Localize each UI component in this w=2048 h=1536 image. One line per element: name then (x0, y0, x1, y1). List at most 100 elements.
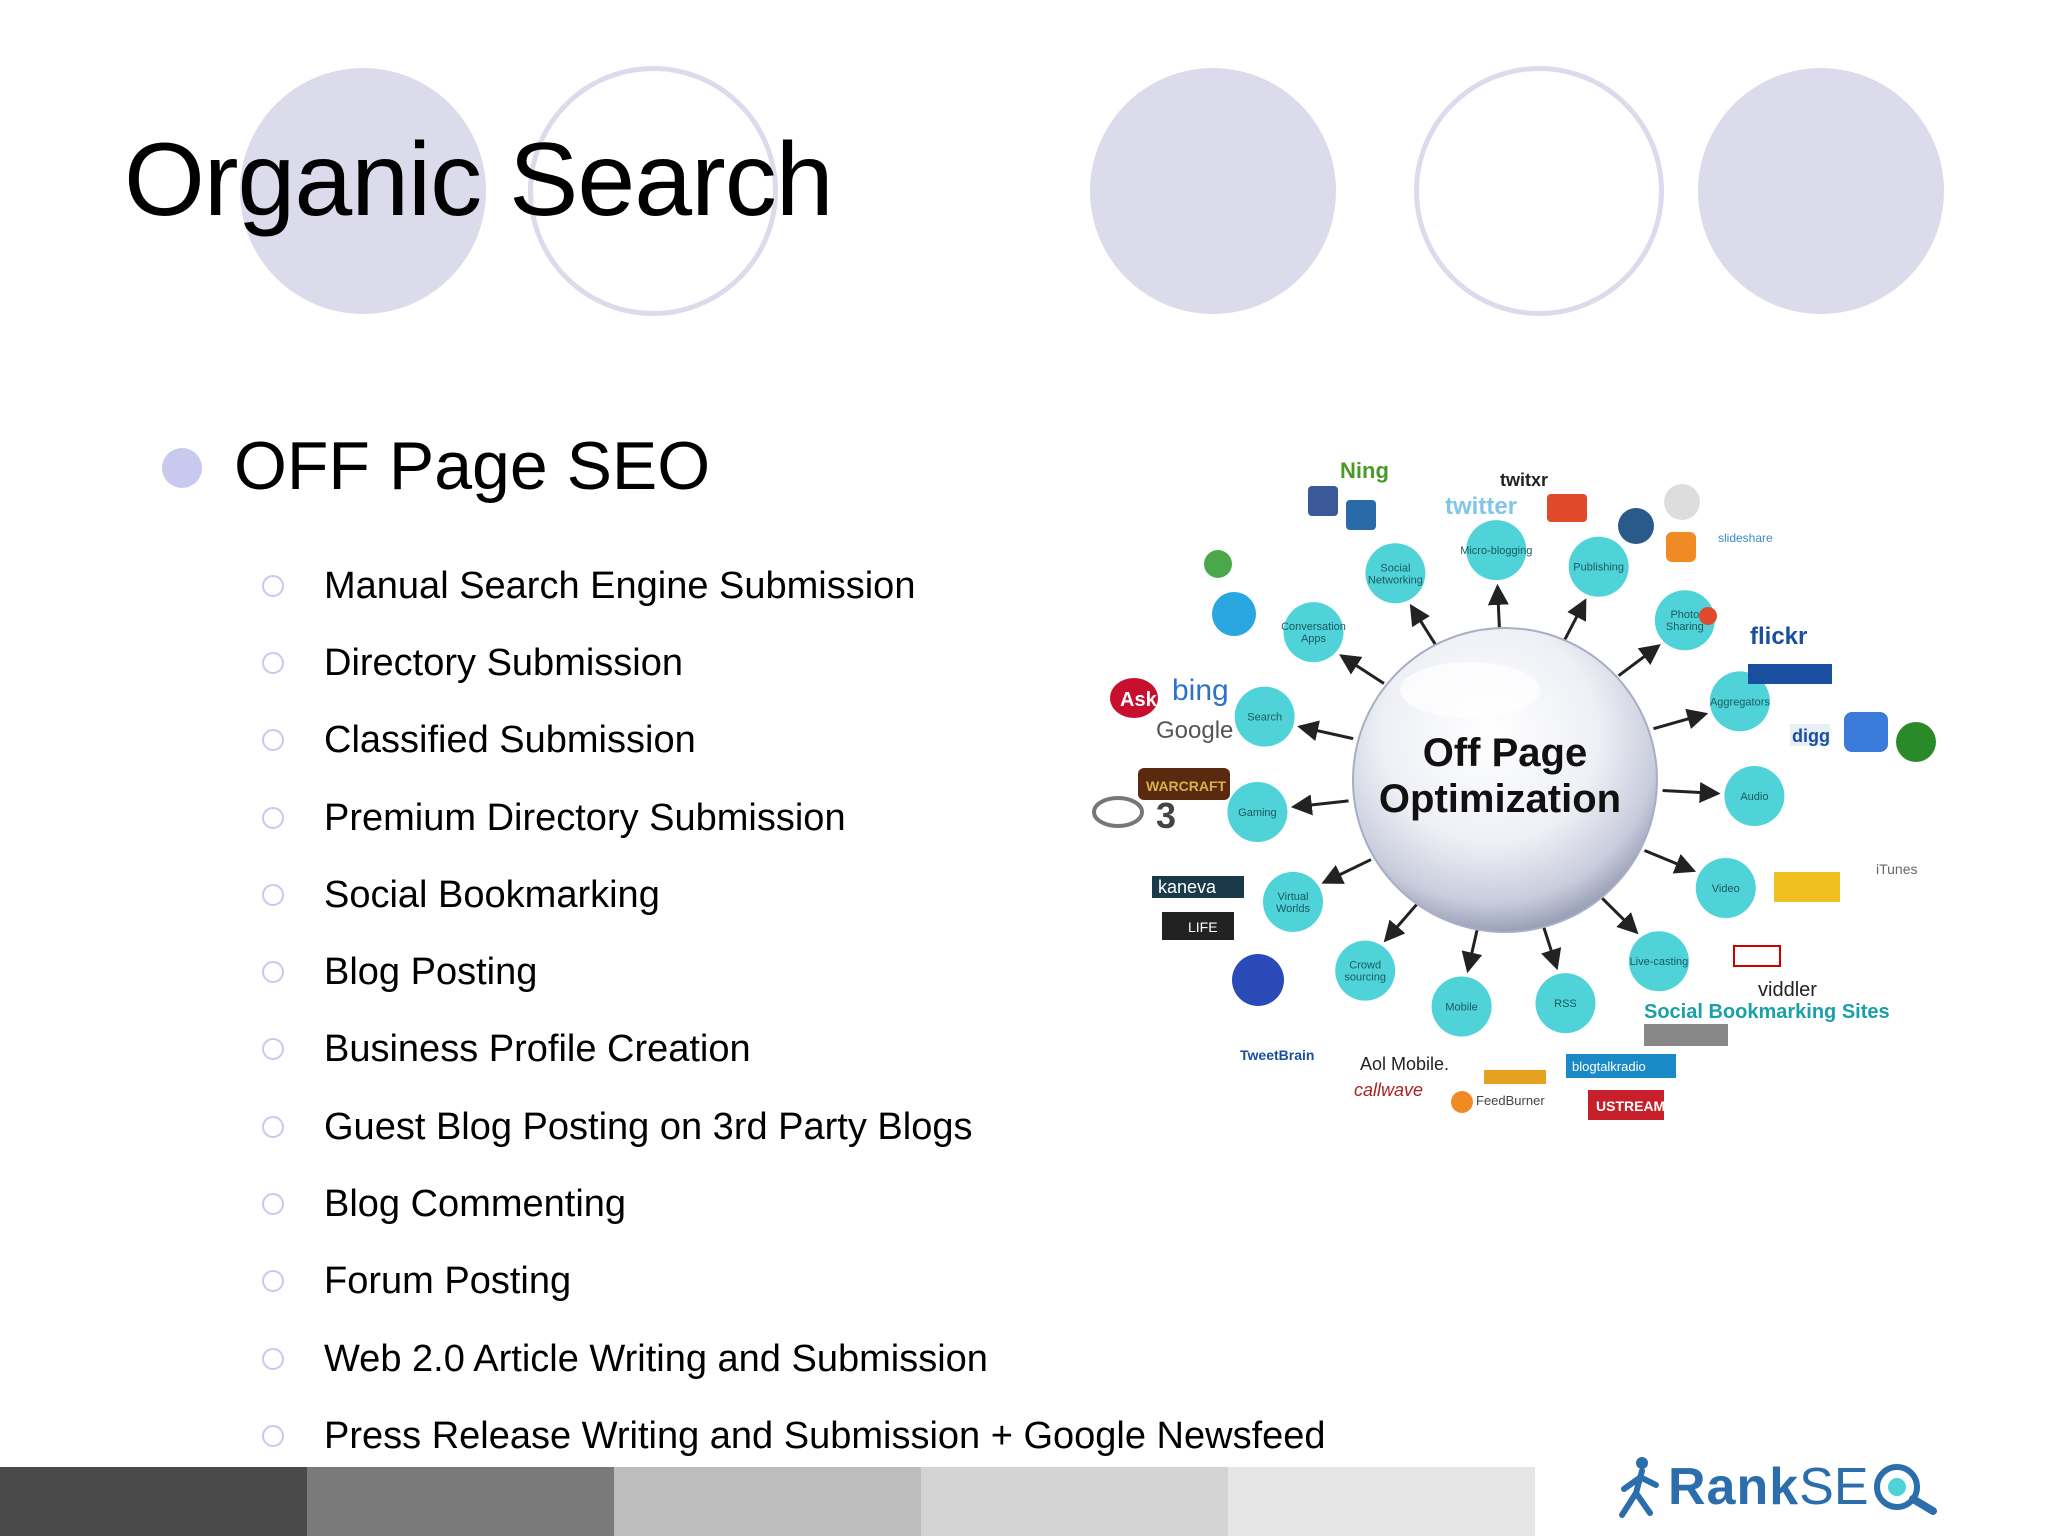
diagram-arrow (1541, 925, 1562, 971)
sphere-highlight (1400, 662, 1540, 718)
diagram-node (1262, 871, 1323, 932)
list-item: Web 2.0 Article Writing and Submission (262, 1320, 1326, 1397)
diagram-node-label: Live-casting (1630, 956, 1689, 968)
deco-ring-1 (528, 66, 778, 316)
diagram-node (1724, 766, 1785, 827)
brand-feedburner: FeedBurner (1476, 1093, 1545, 1108)
list-item-text: Forum Posting (324, 1260, 572, 1303)
diagram-node-label: Publishing (1573, 562, 1624, 574)
list-item-text: Premium Directory Submission (324, 796, 846, 839)
brand-ustream: USTREAM (1596, 1098, 1665, 1114)
list-item: Blog Commenting (262, 1165, 1326, 1242)
brand-social-bookmarking: Social Bookmarking Sites (1644, 1001, 1890, 1023)
list-item: Manual Search Engine Submission (262, 547, 1326, 624)
diagram-node (1227, 782, 1288, 843)
halo-icon (1092, 796, 1144, 828)
skype-icon (1212, 592, 1256, 636)
linkedin-icon (1346, 500, 1376, 530)
diagram-arrow (1461, 927, 1483, 974)
center-label-line1: Off Page (1423, 731, 1587, 775)
brand-tweetbrain: TweetBrain (1240, 1047, 1314, 1063)
list-item: Forum Posting (262, 1243, 1326, 1320)
logo-suffix: SE (1799, 1458, 1869, 1516)
list-item-text: Business Profile Creation (324, 1028, 751, 1071)
blogtalkradio-icon (1566, 1054, 1676, 1078)
footer-segment (921, 1467, 1228, 1536)
ring-bullet-icon (262, 574, 284, 597)
list-item-text: Blog Commenting (324, 1183, 627, 1226)
deco-circle-3 (1698, 68, 1944, 314)
list-item: Business Profile Creation (262, 1011, 1326, 1088)
ring-bullet-icon (262, 1347, 284, 1370)
plurk-icon (1547, 494, 1587, 522)
slide-title: Organic Search (124, 122, 834, 238)
kaneva-icon (1152, 876, 1244, 898)
diagram-arrow (1290, 794, 1349, 816)
main-bullet (162, 448, 202, 488)
diagram-arrow (1339, 654, 1385, 685)
runner-icon (1619, 1457, 1659, 1518)
ring-bullet-icon (262, 1115, 284, 1138)
list-item: Premium Directory Submission (262, 779, 1326, 856)
list-item: Press Release Writing and Submission + G… (262, 1397, 1326, 1474)
diagram-arrow (1662, 781, 1721, 803)
flixya-icon (1484, 1070, 1546, 1084)
brand-callwave: callwave (1354, 1080, 1423, 1100)
brand-slideshare: slideshare (1718, 531, 1773, 545)
picasa-icon (1699, 607, 1717, 625)
list-item: Classified Submission (262, 702, 1326, 779)
warcraft-icon (1138, 768, 1230, 800)
ring-bullet-icon (262, 1424, 284, 1447)
footer-bar (0, 1467, 1535, 1536)
diagram-node (1709, 671, 1770, 732)
ring-bullet-icon (262, 1270, 284, 1293)
list-item: Blog Posting (262, 933, 1326, 1010)
deco-ring-2 (1414, 66, 1664, 316)
ask-icon (1110, 678, 1158, 718)
footer-segment (1228, 1467, 1535, 1536)
diagram-node (1654, 590, 1715, 651)
brand-second-life: LIFE (1188, 919, 1218, 935)
halo-3-icon: 3 (1156, 795, 1176, 836)
list-item-text: Directory Submission (324, 641, 683, 684)
second-life-icon (1162, 912, 1234, 940)
friendfeed-icon (1844, 712, 1888, 752)
diagram-node-label: Video (1712, 883, 1740, 895)
ring-bullet-icon (262, 1193, 284, 1216)
diagram-arrow (1617, 644, 1661, 677)
diagram-node-label: Audio (1740, 791, 1768, 803)
list-item-text: Web 2.0 Article Writing and Submission (324, 1337, 988, 1380)
footer-segment (0, 1467, 307, 1536)
crowd-mascot-icon (1232, 954, 1284, 1006)
diagram-node (1568, 536, 1629, 597)
diagram-arrow (1643, 849, 1697, 874)
diagram-node-label: Aggregators (1710, 696, 1770, 708)
diagram-arrow (1321, 858, 1372, 884)
brand-warcraft: WARCRAFT (1146, 778, 1227, 794)
diagram-node-label: Search (1247, 712, 1282, 724)
diagram-node (1628, 931, 1689, 992)
brand-viddler: viddler (1758, 979, 1817, 1001)
messenger-icon (1204, 550, 1232, 578)
diagram-node (1283, 602, 1344, 663)
diagram-arrow (1601, 897, 1639, 935)
ring-bullet-icon (262, 729, 284, 752)
list-item: Directory Submission (262, 624, 1326, 701)
ring-bullet-icon (262, 1038, 284, 1061)
list-item-text: Manual Search Engine Submission (324, 564, 916, 607)
brand-twitter: twitter (1445, 493, 1517, 520)
magnifier-icon (1873, 1464, 1937, 1515)
diagram-node-label: Mobile (1445, 1002, 1477, 1014)
youtube-icon (1733, 945, 1781, 967)
footer-segment (307, 1467, 614, 1536)
diagram-node (1695, 857, 1756, 918)
diagram-node (1234, 686, 1295, 747)
sub-list: Manual Search Engine Submission Director… (262, 547, 1326, 1475)
rankseo-logo: Rank SE (1612, 1452, 1939, 1522)
list-item-text: Classified Submission (324, 719, 696, 762)
deco-circle-2 (1090, 68, 1336, 314)
brand-flickr: flickr (1750, 623, 1807, 650)
